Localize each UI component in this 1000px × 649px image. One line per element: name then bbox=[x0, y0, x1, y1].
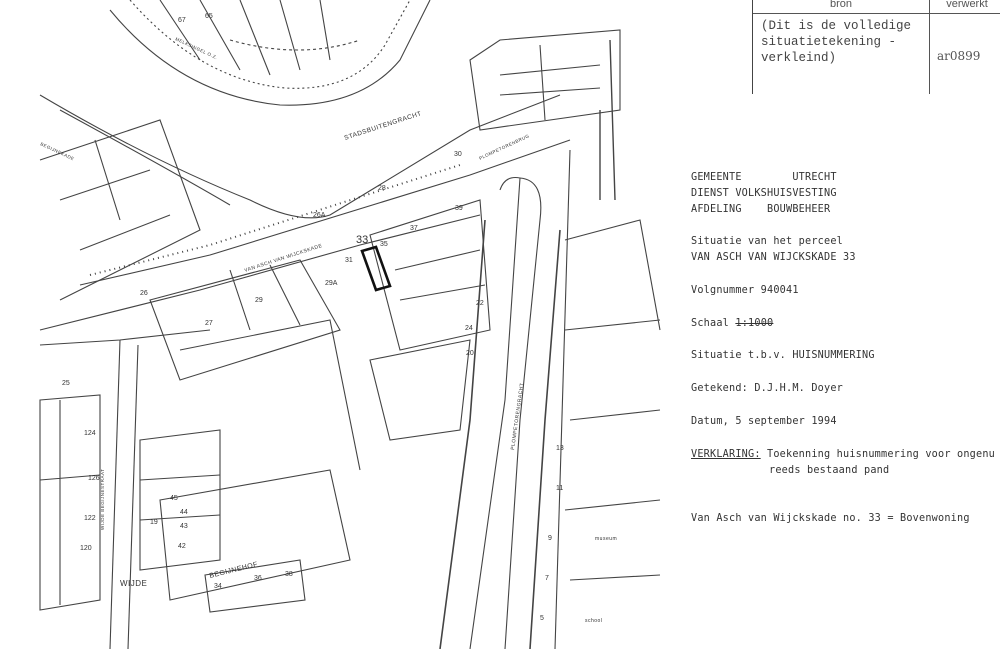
map-label: STADSBUITENGRACHT bbox=[343, 110, 422, 142]
parcel-number: 27 bbox=[205, 320, 213, 327]
city: UTRECHT bbox=[792, 172, 837, 183]
parcel-number: 34 bbox=[214, 583, 222, 590]
parcel-number: 120 bbox=[80, 545, 92, 552]
map-label: BEGIJNEHOF bbox=[209, 561, 259, 580]
scale-label: Schaal bbox=[691, 318, 730, 329]
parcel-number: 26 bbox=[140, 290, 148, 297]
table-divider bbox=[753, 13, 1000, 14]
org-line-1: GEMEENTE UTRECHT bbox=[691, 172, 837, 183]
parcel-number: 35 bbox=[380, 241, 388, 248]
canal-west-bank bbox=[469, 176, 521, 649]
street-edge-north bbox=[79, 139, 571, 286]
parcel-number: 33 bbox=[356, 234, 368, 246]
parcel-number: 36 bbox=[254, 575, 262, 582]
scale-value: 1:1000 bbox=[735, 318, 774, 329]
map-label: PLOMPETORENGRACHT bbox=[510, 382, 525, 450]
parcel-number: 44 bbox=[180, 509, 188, 516]
street-wijde-begijnestraat bbox=[109, 339, 121, 649]
street-edge-south bbox=[39, 214, 481, 331]
drawn-by: Getekend: D.J.H.M. Doyer bbox=[691, 383, 844, 394]
serial-number: Volgnummer 940041 bbox=[691, 285, 799, 296]
parcel-number: 124 bbox=[84, 430, 96, 437]
parcel-number: 25 bbox=[62, 380, 70, 387]
parcel-number: 122 bbox=[84, 515, 96, 522]
source-header: bron bbox=[829, 0, 853, 10]
parcel-number: 11 bbox=[556, 485, 563, 492]
parcel-number: 45 bbox=[170, 495, 178, 502]
canal-east-bank bbox=[504, 177, 542, 649]
department: BOUWBEHEER bbox=[767, 204, 831, 215]
org-line-3: AFDELING BOUWBEHEER bbox=[691, 204, 830, 215]
declaration-text: Toekenning huisnummering voor ongenu bbox=[767, 449, 996, 460]
municipality-label: GEMEENTE bbox=[691, 172, 742, 183]
parcel-number: 37 bbox=[410, 225, 418, 232]
situation-line-1: Situatie van het perceel bbox=[691, 236, 844, 247]
map-label: WIJDE bbox=[120, 579, 147, 588]
parcel-number: 28 bbox=[378, 185, 386, 192]
parcel-number: 22 bbox=[476, 300, 484, 307]
result: Van Asch van Wijckskade no. 33 = Bovenwo… bbox=[691, 513, 970, 524]
table-divider bbox=[929, 0, 930, 94]
parcel-number: 29A bbox=[325, 280, 338, 287]
map-label: WIJDE BEGIJNESTRAAT bbox=[100, 469, 105, 530]
highlighted-parcel-33 bbox=[360, 245, 392, 292]
parcel-number: 67 bbox=[178, 17, 186, 24]
parcel-number: 31 bbox=[345, 257, 353, 264]
parcel-number: 38 bbox=[285, 571, 293, 578]
org-line-2: DIENST VOLKSHUISVESTING bbox=[691, 188, 837, 199]
declaration-line-2: reeds bestaand pand bbox=[769, 465, 890, 476]
processed-header: verwerkt bbox=[946, 0, 988, 10]
canal-bank-lower bbox=[39, 94, 561, 219]
parcel-number: 24 bbox=[465, 325, 473, 332]
parcel-number: 26A bbox=[313, 212, 326, 219]
declaration: VERKLARING: Toekenning huisnummering voo… bbox=[691, 449, 995, 460]
date: Datum, 5 september 1994 bbox=[691, 416, 837, 427]
department-label: AFDELING bbox=[691, 204, 742, 215]
parcel-number: 126 bbox=[88, 475, 100, 482]
source-note: (Dit is de volledige situatietekening - … bbox=[761, 19, 912, 65]
parcel-number: 30 bbox=[454, 151, 462, 158]
parcel-number: 29 bbox=[255, 297, 263, 304]
parcel-number: 13 bbox=[556, 445, 564, 452]
road-edge bbox=[129, 0, 411, 89]
parcel-number: 65 bbox=[205, 13, 213, 20]
parcel-number: 9 bbox=[548, 535, 552, 542]
situation-address: VAN ASCH VAN WIJCKSKADE 33 bbox=[691, 252, 856, 263]
parcel-number: 20 bbox=[466, 350, 474, 357]
map-label: MELKSINGEL O.Z. bbox=[175, 36, 219, 60]
parcel-number: 43 bbox=[180, 523, 188, 530]
situation-map: STADSBUITENGRACHT VAN ASCH VAN WIJCKSKAD… bbox=[39, 0, 661, 649]
parcel-number: 7 bbox=[545, 575, 549, 582]
canal-bank-upper bbox=[109, 0, 431, 106]
source-table: bron verwerkt (Dit is de volledige situa… bbox=[752, 0, 1000, 94]
parcel-number: 39 bbox=[455, 205, 463, 212]
parcel-number: 19 bbox=[150, 519, 158, 526]
parcel-number: 42 bbox=[178, 543, 186, 550]
scale: Schaal 1:1000 bbox=[691, 318, 773, 329]
map-label: school bbox=[585, 618, 602, 624]
purpose: Situatie t.b.v. HUISNUMMERING bbox=[691, 350, 875, 361]
processed-code: ar0899 bbox=[937, 49, 981, 63]
parcel-number: 5 bbox=[540, 615, 544, 622]
map-label: museum bbox=[595, 536, 617, 542]
declaration-label: VERKLARING: bbox=[691, 449, 761, 460]
